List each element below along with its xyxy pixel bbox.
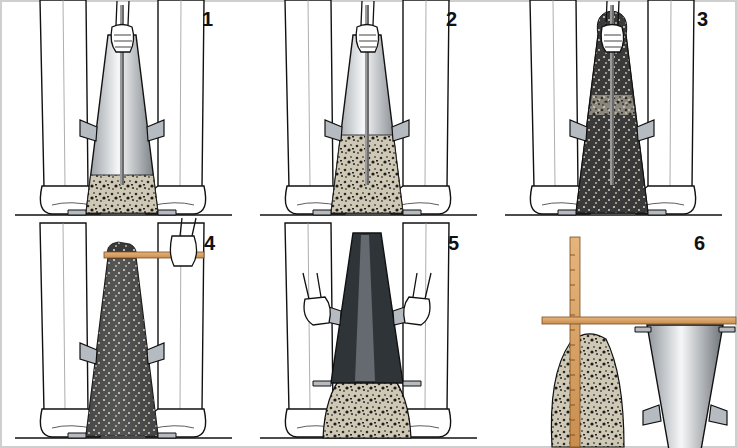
callout-number: 3 — [697, 8, 708, 30]
wrist — [180, 218, 196, 236]
slump-cone — [331, 233, 403, 383]
cone-footrest — [313, 381, 331, 386]
tamping-rod — [356, 1, 379, 185]
cone-handles — [68, 343, 176, 438]
panel-lift-cone — [260, 223, 477, 438]
concrete-fill — [86, 258, 158, 436]
operator-legs — [260, 0, 477, 215]
cone-handle — [709, 405, 727, 425]
tamping-rod — [111, 1, 134, 185]
callout-number: 1 — [202, 8, 213, 30]
panel-fill-third-layer — [505, 0, 722, 215]
cone-handle — [643, 405, 661, 425]
operator-legs — [505, 0, 722, 215]
tamping-rod — [601, 1, 624, 185]
straight-edge — [542, 317, 736, 324]
slump-cone — [86, 258, 158, 436]
panel-measure-slump — [542, 237, 736, 448]
panel-strike-off — [15, 218, 232, 438]
inverted-cone — [647, 325, 723, 448]
operator-legs — [260, 223, 477, 438]
hand — [304, 297, 330, 325]
cone-footrest — [403, 381, 421, 386]
hand — [404, 297, 430, 325]
hand — [170, 236, 196, 266]
cone-footrest — [635, 327, 735, 332]
callout-number: 4 — [204, 232, 215, 254]
rule-ticks — [570, 255, 575, 435]
cone-highlight — [355, 235, 375, 381]
wrists — [303, 273, 431, 299]
callout-number: 2 — [446, 8, 457, 30]
callout-number: 6 — [694, 232, 705, 254]
panel-fill-second-layer — [260, 0, 477, 215]
operator-legs — [15, 223, 232, 438]
operator-legs — [15, 0, 232, 215]
slumped-concrete — [551, 334, 624, 447]
measuring-rule — [570, 237, 580, 447]
panel-fill-first-layer — [15, 0, 232, 215]
callout-number: 5 — [448, 232, 459, 254]
